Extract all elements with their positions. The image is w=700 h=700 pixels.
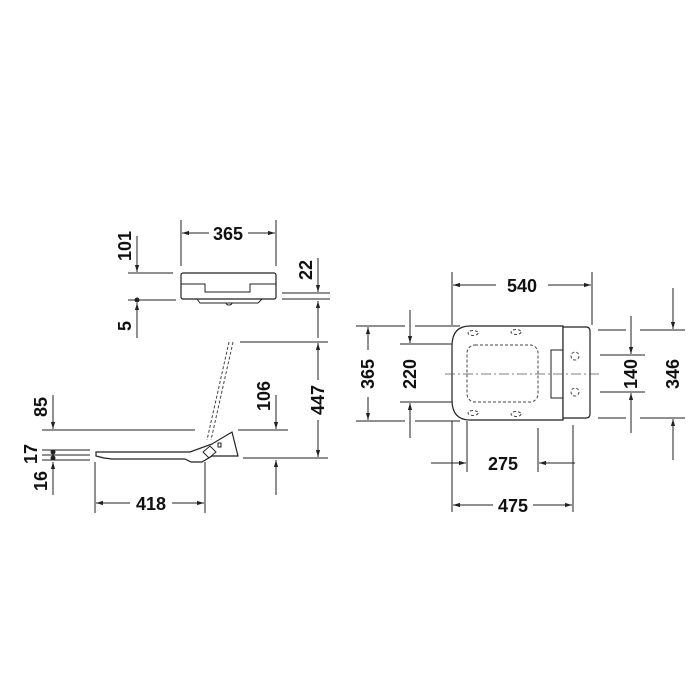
dim-label: 365 [213, 224, 243, 244]
dim-lid-width: 365 [180, 220, 277, 266]
dim-label: 140 [621, 359, 641, 389]
dim-label: 85 [31, 397, 51, 417]
dim-label: 17 [21, 444, 41, 464]
dim-label: 220 [400, 359, 420, 389]
dim-lid-thickness: 22 [282, 258, 330, 300]
dim-label: 5 [115, 321, 135, 331]
dim-inner-width: 220 [400, 310, 452, 438]
dim-label: 540 [507, 276, 537, 296]
dim-label: 106 [254, 381, 274, 411]
dim-seat-length-side: 418 [94, 462, 206, 514]
dim-label: 418 [136, 494, 166, 514]
dim-label: 16 [31, 471, 51, 491]
dim-overall-length: 540 [451, 272, 593, 325]
dim-label: 275 [488, 454, 518, 474]
dim-label: 346 [663, 359, 683, 389]
dim-seat-bottom-offset: 16 [31, 462, 56, 495]
dim-label: 475 [498, 496, 528, 516]
dim-seat-length-top: 475 [451, 421, 574, 516]
lid-side-view [180, 272, 277, 306]
dim-label: 365 [358, 359, 378, 389]
dim-lid-gap: 5 [115, 297, 176, 338]
dim-open-height: 447 [240, 301, 328, 459]
dim-hinge-height: 106 [238, 381, 288, 495]
seat-top-view [445, 325, 600, 421]
dim-lid-offset: 101 [115, 231, 173, 274]
dim-seat-thickness: 17 [21, 444, 90, 464]
dim-label: 101 [115, 231, 135, 261]
dim-label: 22 [296, 260, 316, 280]
dim-rear-width: 346 [598, 288, 685, 460]
dim-hinge-spacing: 140 [600, 316, 645, 433]
dim-seat-top-offset: 85 [31, 395, 195, 431]
dim-label: 447 [308, 385, 328, 415]
dim-overall-width: 365 [356, 325, 460, 422]
seat-side-view [95, 341, 239, 463]
dim-inner-length: 275 [431, 421, 575, 474]
